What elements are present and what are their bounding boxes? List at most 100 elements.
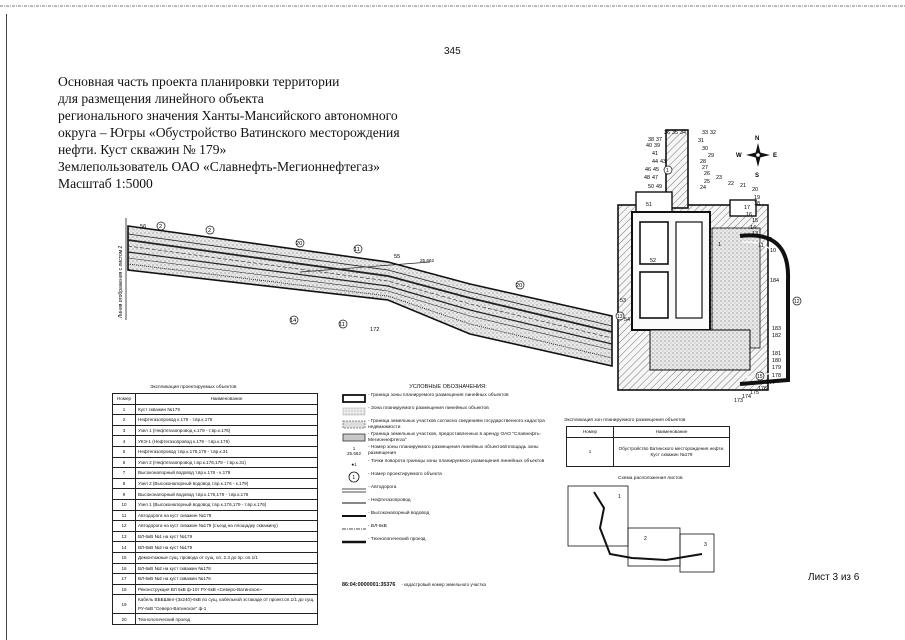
legend-item: - Граница земельных участков согласно св… (340, 419, 556, 430)
site-plan-map: Линия отображения с листом 2 N S W E 56 … (118, 129, 802, 404)
title-line: округа – Югры «Обустройство Ватинского м… (58, 125, 400, 140)
boundary-point-number: 23 (716, 175, 722, 181)
boundary-point-number: 180 (772, 358, 781, 364)
compass-rose-icon (746, 143, 770, 167)
boundary-point-number: 54 (624, 317, 630, 323)
boundary-point-number: 184 (770, 278, 779, 284)
boundary-point-number: 27 (702, 165, 708, 171)
boundary-point-number: 17 (744, 205, 750, 211)
row-number: 18 (112, 583, 136, 596)
pad-block-a (639, 221, 669, 265)
boundary-point-number: 20 (752, 187, 758, 193)
map-legend: УСЛОВНЫЕ ОБОЗНАЧЕНИЯ: - Граница зоны пла… (340, 384, 556, 550)
boundary-point-number: 31 (698, 138, 704, 144)
row-number: 7 (112, 467, 136, 479)
ring-road-inner (741, 241, 781, 379)
col-number: Номер (566, 426, 614, 438)
boundary-point-number: 45 (653, 167, 659, 173)
legend-item: - Нефтегазопровод (342, 497, 411, 504)
row-number: 9 (112, 488, 136, 500)
boundary-point-number: 37 (656, 137, 662, 143)
legend-item: - Зона планируемого размещения линейных … (340, 406, 556, 417)
route-num: 2 (159, 224, 162, 230)
boundary-point-number: 179 (772, 365, 781, 371)
boundary-point-number: 176 (758, 386, 767, 392)
boundary-point-number: 183 (772, 326, 781, 332)
boundary-point-number: 22 (728, 181, 734, 187)
document-title: Основная часть проекта планировки террит… (58, 73, 458, 192)
boundary-point-number: 19 (754, 195, 760, 201)
boundary-point-number: 181 (772, 351, 781, 357)
row-name: Высоконапорный водовод т.вр.к.176 - к.17… (135, 467, 318, 479)
object-circles: 12 13 15 1 (615, 165, 802, 381)
legend-zone-area: 25.662 (346, 450, 362, 456)
legend-zone-number: 1 (352, 445, 356, 451)
row-name: Узел 2 (Высоконапорный водовод т.вр.к.17… (135, 477, 318, 490)
boundary-point-number: 32 (710, 130, 716, 136)
boundary-point-number: 50 (648, 184, 654, 190)
route-labels: 56 2 2 20 11 55 25.662 20 14 11 172 (140, 221, 525, 333)
scheme-label: 2 (644, 536, 647, 542)
row-name: Нефтегазопровод к.179 - т.вр.к.176 (135, 414, 318, 426)
boundary-point-number: 44 (652, 159, 658, 165)
boundary-point-number: 26 (704, 171, 710, 177)
scheme-label: 3 (704, 542, 707, 548)
sheet-scheme-caption: Схема расположения листов (618, 476, 683, 481)
route-num: 20 (296, 241, 302, 247)
row-name: Узел 1 (Нефтегазопровод к.179 - т.вр.к.1… (135, 424, 318, 437)
row-name: Нефтегазопровод т.вр.к.176,179 - т.вр.к.… (135, 445, 318, 458)
route-num: 172 (370, 327, 379, 333)
boundary-point-number: 29 (708, 153, 714, 159)
row-number: 11 (112, 509, 136, 522)
boundary-point-number: 15 (752, 218, 758, 224)
boundary-point-number: 182 (772, 333, 781, 339)
boundary-point-number: 53 (620, 298, 626, 304)
pad-ne-block (729, 199, 757, 217)
boundary-point-number: 13 (752, 231, 758, 237)
row-number: 3 (112, 424, 136, 437)
boundary-point-number: 178 (772, 373, 781, 379)
row-number: 16 (112, 562, 136, 575)
row-number: 6 (112, 456, 136, 469)
col-number: Номер (112, 393, 136, 405)
zones-table: Номер Наименование 1 Обустройство Ватинс… (566, 426, 730, 467)
row-number: 19 (112, 594, 136, 615)
row-number: 10 (112, 498, 136, 511)
boundary-point-number: 34 (680, 130, 686, 136)
row-number: 14 (112, 541, 136, 553)
row-name: ВЛ-6кВ №1 на куст №179 (135, 530, 318, 543)
boundary-point-number: 39 (654, 143, 660, 149)
zones-table-caption: Экспликация зон планируемого размещения … (564, 418, 686, 423)
route-num: 56 (140, 224, 146, 230)
row-name: ВЛ-6кВ №2 на куст №179 (135, 541, 318, 553)
boundary-point-number: 40 (646, 143, 652, 149)
row-name: Реконструкция ВЛ 6кВ ф-10т РУ-6кВ «Север… (135, 583, 318, 596)
col-name: Наименование (135, 393, 318, 405)
pipeline-lines (127, 233, 613, 359)
objects-table-caption: Экспликация проектируемых объектов (150, 385, 237, 390)
row-name: ВЛ-6кВ №2 на куст скважин №178 (135, 562, 318, 575)
legend-cadastral: 86:04:0000001:35376- кадастровый номер з… (342, 582, 486, 588)
pad-block-c (675, 221, 703, 319)
boundary-point-number: 10 (770, 248, 776, 254)
sheet-link-label: Линия отображения с листом 2 (118, 245, 124, 318)
boundary-point-number: 25 (704, 179, 710, 185)
route-num: 14 (290, 318, 296, 324)
obj-num: 12 (794, 299, 800, 305)
boundary-point-number: 174 (742, 394, 751, 400)
top-border-strip (0, 5, 905, 7)
ring-road (739, 233, 791, 386)
